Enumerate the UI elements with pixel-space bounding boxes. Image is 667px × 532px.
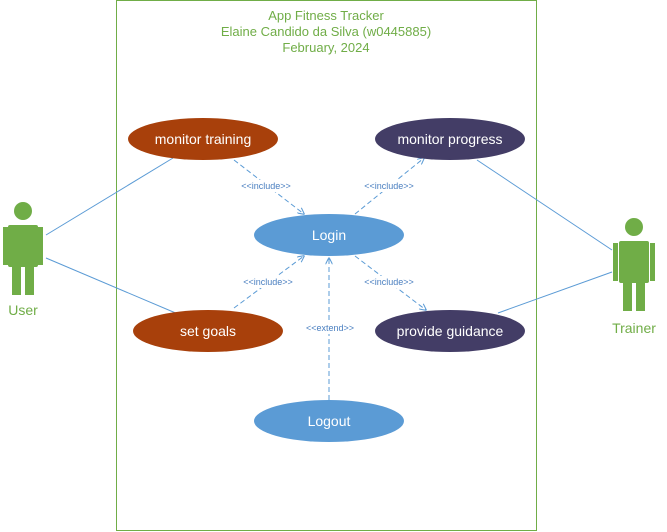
use-case-login[interactable]: Login	[254, 214, 404, 256]
association-user-monitor-training	[45, 157, 174, 236]
use-case-set-goals-label: set goals	[180, 323, 236, 339]
actor-trainer[interactable]: Trainer	[612, 218, 656, 336]
actor-trainer-label: Trainer	[612, 320, 656, 336]
use-case-provide-guidance-label: provide guidance	[397, 323, 504, 339]
include-label-4: <<include>>	[364, 277, 414, 287]
include-label-3: <<include>>	[243, 277, 293, 287]
extend-label: <<extend>>	[306, 323, 354, 333]
association-trainer-monitor-progress	[476, 159, 613, 251]
use-case-monitor-training[interactable]: monitor training	[128, 118, 278, 160]
use-case-set-goals[interactable]: set goals	[133, 310, 283, 352]
actor-user[interactable]: User	[3, 202, 43, 318]
include-label-1: <<include>>	[241, 181, 291, 191]
use-case-logout-label: Logout	[308, 413, 351, 429]
trainer-figure-icon	[613, 218, 655, 311]
user-figure-icon	[3, 202, 43, 295]
diagram-title: App Fitness Tracker	[268, 8, 384, 23]
actor-user-label: User	[8, 302, 38, 318]
use-case-logout[interactable]: Logout	[254, 400, 404, 442]
diagram-date: February, 2024	[282, 40, 369, 55]
use-case-monitor-progress-label: monitor progress	[397, 131, 502, 147]
association-trainer-provide-guidance	[497, 271, 613, 314]
include-label-2: <<include>>	[364, 181, 414, 191]
use-case-login-label: Login	[312, 227, 346, 243]
use-case-monitor-progress[interactable]: monitor progress	[375, 118, 525, 160]
use-case-monitor-training-label: monitor training	[155, 131, 252, 147]
diagram-author: Elaine Candido da Silva (w0445885)	[221, 24, 431, 39]
system-boundary	[116, 0, 537, 531]
association-user-set-goals	[45, 257, 179, 315]
use-case-provide-guidance[interactable]: provide guidance	[375, 310, 525, 352]
